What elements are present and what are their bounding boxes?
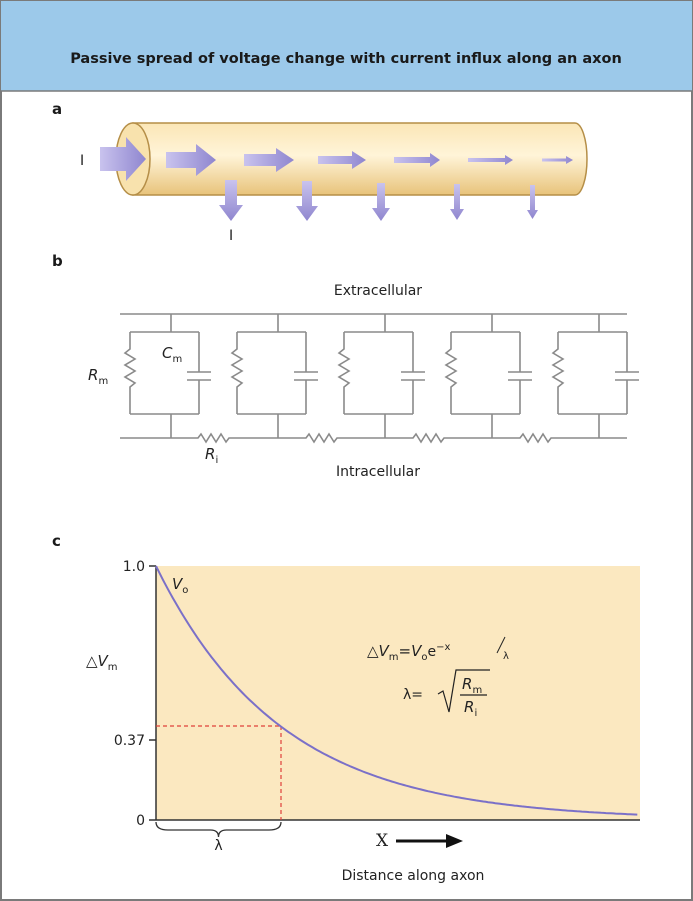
membrane-unit — [123, 314, 211, 438]
axial-current-arrow — [318, 151, 366, 169]
membrane-leak-arrow — [372, 183, 390, 221]
decay-curve — [155, 565, 638, 816]
extracellular-label: Extracellular — [334, 283, 422, 299]
y-tick-label-top: 1.0 — [123, 559, 145, 575]
x-axis-label: Distance along axon — [342, 868, 485, 884]
figure-title: Passive spread of voltage change with cu… — [70, 51, 622, 67]
x-direction-arrow — [396, 834, 463, 848]
exponent-slash — [496, 636, 506, 654]
decay-chart: 1.0 0.37 0 Vo △Vm △Vm=Voe−x λ λ= Rm Ri λ — [86, 559, 640, 884]
y-tick-label-zero: 0 — [136, 813, 145, 829]
membrane-leak-arrow — [527, 185, 538, 219]
current-out-label: I — [229, 228, 233, 244]
membrane-leak-arrow — [296, 181, 318, 221]
lambda-label: λ — [214, 838, 222, 854]
membrane-resistance-label: Rm — [88, 366, 108, 387]
intracellular-wire — [120, 432, 627, 444]
current-in-label: I — [80, 153, 84, 169]
panel-c-letter: c — [52, 532, 61, 550]
length-constant-lhs: λ= — [403, 687, 423, 703]
axial-current-arrow — [394, 153, 440, 167]
panel-b-letter: b — [52, 252, 63, 270]
current-influx-arrow — [100, 137, 146, 181]
decay-equation: △Vm=Voe−x — [367, 642, 451, 663]
membrane-unit — [230, 314, 318, 438]
membrane-unit — [337, 314, 425, 438]
y-tick-label-mid: 0.37 — [114, 733, 145, 749]
axial-current-arrow — [244, 148, 294, 172]
axial-current-arrow — [468, 155, 513, 165]
equivalent-circuit: Rm Cm Ri — [88, 313, 639, 466]
axon-diagram: I I — [80, 122, 588, 244]
membrane-leak-arrow — [219, 180, 243, 221]
plot-area — [156, 566, 640, 820]
lambda-brace — [155, 821, 282, 838]
membrane-unit — [551, 314, 639, 438]
length-constant-denominator: Ri — [464, 698, 477, 719]
membrane-unit — [444, 314, 532, 438]
internal-resistance-label: Ri — [205, 445, 218, 466]
panel-a-letter: a — [52, 100, 62, 118]
length-constant-numerator: Rm — [462, 675, 482, 696]
y-axis-label: △Vm — [86, 652, 118, 673]
membrane-leak-arrow — [450, 184, 464, 220]
axial-current-arrow — [166, 144, 216, 176]
v0-label: Vo — [172, 575, 188, 596]
axial-current-arrow — [542, 156, 573, 164]
x-symbol: X — [376, 831, 389, 851]
intracellular-label: Intracellular — [336, 464, 420, 480]
sqrt-sign — [437, 669, 490, 713]
membrane-capacitance-label: Cm — [162, 344, 182, 365]
exponent-denominator: λ — [503, 651, 509, 662]
header-bar — [1, 1, 692, 91]
